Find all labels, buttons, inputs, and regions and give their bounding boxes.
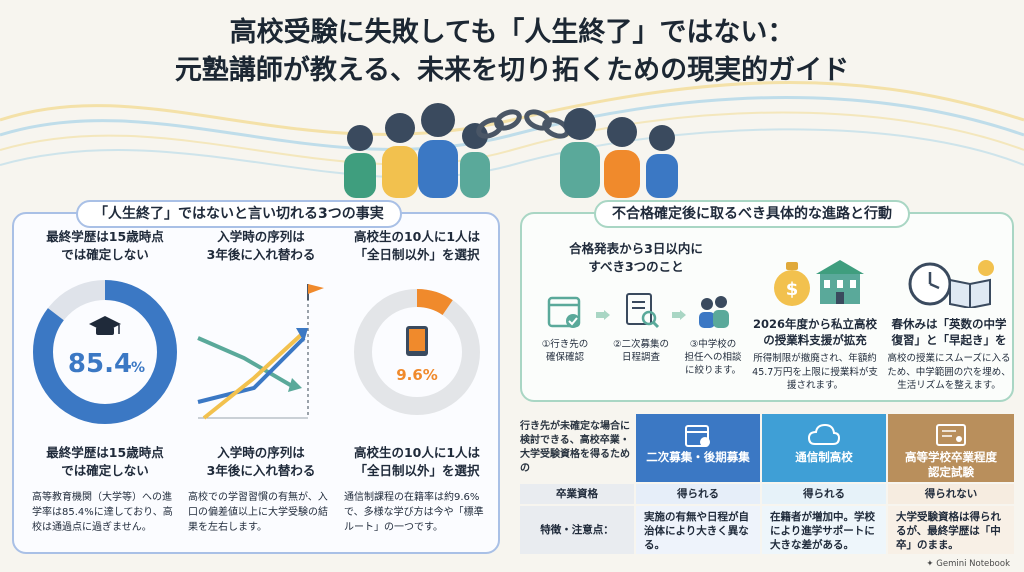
arrow-right-icon [672, 310, 686, 320]
donut-chart-education: 85.4 % [33, 280, 177, 424]
pathway-comparison-table: 行き先が未確定な場合に検討できる、高校卒業・大学受験資格を得るための 二次募集・… [520, 414, 1014, 554]
cloud-icon [807, 423, 841, 445]
students-broken-chain-illustration [344, 103, 678, 198]
sparkle-icon: ✦ [926, 559, 934, 569]
footer-brand: ✦ Gemini Notebook [926, 559, 1010, 569]
fact-top-heading: 高校生の10人に1人は 「全日制以外」を選択 [353, 229, 481, 262]
step-label: ③中学校の 担任への相談 に絞ります。 [684, 339, 742, 376]
tuition-support-block: $ 2026年度から私立高校 の授業料支援が拡充 所得制限が撤廃され、年額約45… [748, 256, 882, 393]
broken-chain-icon [476, 109, 570, 139]
fact-rank-shift: 入学時の序列は 3年後に入れ替わる 入学時の序列は 3年後に入れ替わる 高校での… [184, 228, 338, 535]
graduation-cap-icon [89, 316, 121, 335]
tablet-icon [406, 326, 428, 356]
clock-book-icon [908, 260, 994, 310]
goal-flag-icon [307, 284, 324, 300]
donut-value-education: 85.4 [68, 349, 132, 379]
fact-top-heading: 入学時の序列は 3年後に入れ替わる [206, 229, 316, 262]
three-facts-panel: 「人生終了」ではないと言い切れる3つの事実 最終学歴は15歳時点 では確定しない… [12, 200, 500, 554]
row-header-notes: 特徴・注意点： [520, 506, 634, 554]
cell-notes-equivalency: 大学受験資格は得られるが、最終学歴は「中卒」のまま。 [888, 506, 1014, 554]
cell-diploma-secondary: 得られる [636, 484, 760, 504]
tuition-support-body: 所得制限が撤廃され、年額約45.7万円を上限に授業料が支援されます。 [752, 353, 878, 391]
column-header-secondary-recruitment: 二次募集・後期募集 [636, 414, 760, 482]
table-note: 行き先が未確定な場合に検討できる、高校卒業・大学受験資格を得るための [520, 421, 630, 474]
background-wave [0, 81, 1024, 179]
donut-fill-correspondence [354, 289, 480, 415]
rank-line-teal [197, 336, 294, 388]
certificate-icon [936, 424, 966, 446]
rank-swap-chart [197, 284, 324, 420]
cell-diploma-equivalency: 得られない [888, 484, 1014, 504]
three-facts-heading: 「人生終了」ではないと言い切れる3つの事実 [76, 200, 402, 228]
fact-body: 通信制課程の在籍率は約9.6%で、多様な学び方は今や「標準ルート」の一つです。 [344, 492, 484, 533]
arrow-right-icon [596, 310, 610, 320]
fact-bottom-heading: 高校生の10人に1人は 「全日制以外」を選択 [353, 445, 481, 478]
fact-education-rate: 最終学歴は15歳時点 では確定しない 85.4 % 最終学歴は15歳時点 では確… [28, 228, 182, 535]
moneybag-school-icon: $ [774, 260, 864, 306]
row-header-diploma: 卒業資格 [520, 484, 634, 504]
fact-bottom-heading: 入学時の序列は 3年後に入れ替わる [206, 445, 316, 478]
tuition-support-heading: 2026年度から私立高校 の授業料支援が拡充 [752, 317, 877, 347]
student-figure [344, 103, 490, 198]
fact-non-fulltime: 高校生の10人に1人は 「全日制以外」を選択 9.6% 高校生の10人に1人は … [340, 228, 494, 535]
donut-chart-correspondence: 9.6% [354, 289, 480, 415]
donut-value-correspondence: 9.6% [396, 366, 438, 384]
svg-text:$: $ [786, 279, 799, 300]
column-header-equivalency-exam: 高等学校卒業程度 認定試験 [888, 414, 1014, 482]
fact-bottom-heading: 最終学歴は15歳時点 では確定しない [46, 445, 164, 478]
action-plan-heading: 不合格確定後に取るべき具体的な進路と行動 [594, 200, 910, 228]
three-days-heading: 合格発表から3日以内に すべき3つのこと [569, 241, 703, 274]
fact-top-heading: 最終学歴は15歳時点 では確定しない [46, 229, 164, 262]
rank-line-blue [197, 336, 306, 404]
spring-break-body: 高校の授業にスムーズに入るため、中学範囲の穴を埋め、生活リズムを整えます。 [887, 353, 1011, 391]
page-title: 高校受験に失敗しても「人生終了」ではない： 元塾講師が教える、未来を切り拓くため… [174, 17, 850, 86]
checklist-search-icon [626, 293, 660, 329]
fact-body: 高校での学習習慣の有無が、入口の偏差値以上に大学受験の結果を左右します。 [188, 492, 328, 533]
cell-diploma-correspondence: 得られる [762, 484, 886, 504]
fact-body: 高等教育機関（大学等）への進学率は85.4%に達しており、高校は通過点に過ぎませ… [32, 492, 173, 533]
rank-line-yellow [202, 332, 304, 420]
spring-break-block: 春休みは「英数の中学 復習」と「早起き」を 高校の授業にスムーズに入るため、中学… [886, 256, 1012, 393]
donut-unit-education: % [131, 360, 145, 376]
donut-fill-education [33, 280, 177, 424]
step-label: ②二次募集の 日程調査 [612, 339, 670, 363]
calendar-check-icon [547, 296, 581, 328]
action-plan-panel: 不合格確定後に取るべき具体的な進路と行動 合格発表から3日以内に すべき3つのこ… [520, 200, 1014, 402]
calendar-check-icon [685, 425, 710, 447]
step-research-secondary: ②二次募集の 日程調査 [608, 290, 674, 364]
teacher-student-icon [699, 296, 729, 328]
step-label: ①行き先の 確保確認 [541, 339, 589, 363]
spring-break-heading: 春休みは「英数の中学 復習」と「早起き」を [891, 317, 1007, 347]
cell-notes-correspondence: 在籍者が増加中。学校により進学サポートに大きな差がある。 [762, 506, 886, 554]
column-header-correspondence-school: 通信制高校 [762, 414, 886, 482]
step-secure-destination: ①行き先の 確保確認 [532, 290, 598, 364]
cell-notes-secondary: 実施の有無や日程が自治体により大きく異なる。 [636, 506, 760, 554]
step-consult-teacher: ③中学校の 担任への相談 に絞ります。 [680, 290, 746, 377]
